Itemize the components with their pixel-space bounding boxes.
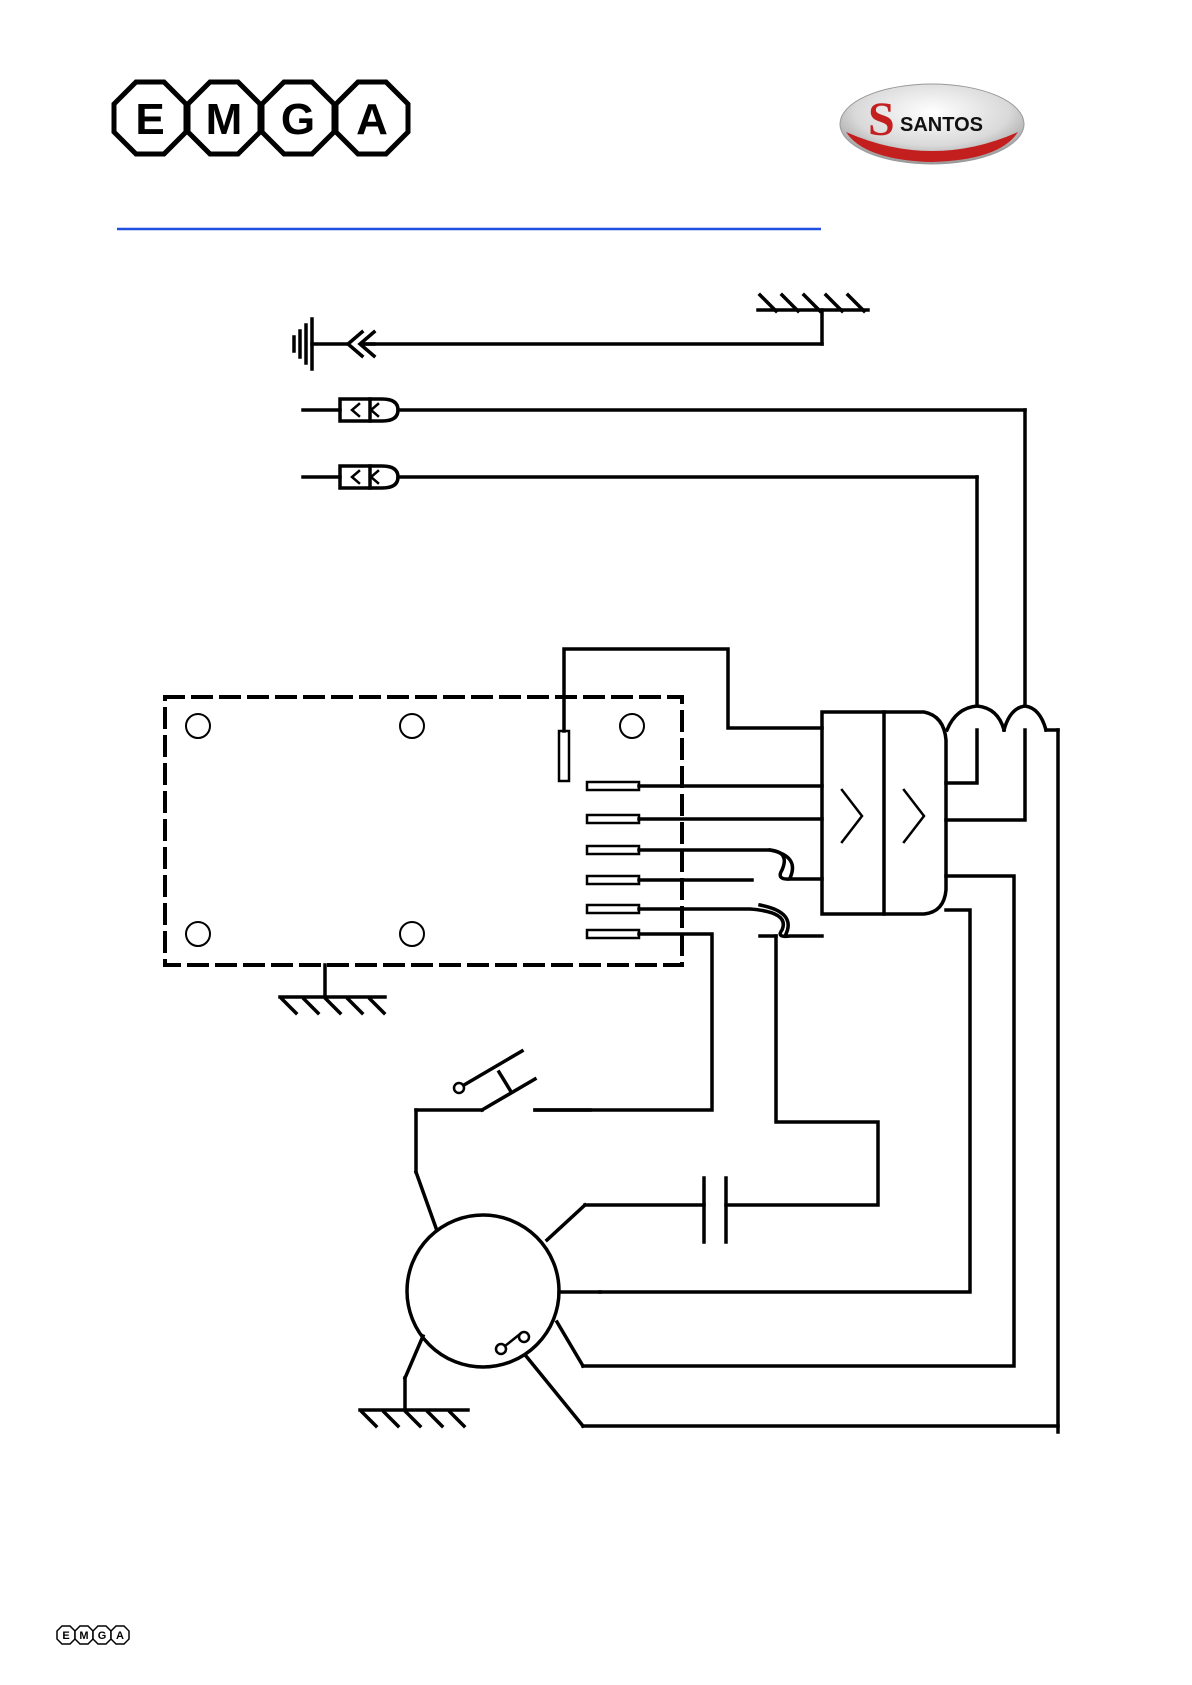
relay-block — [822, 712, 946, 914]
footer-emga-logo: E M G A — [57, 1626, 129, 1644]
ground-plug-symbol — [294, 319, 374, 369]
svg-text:G: G — [98, 1630, 107, 1642]
santos-logo: S SANTOS — [840, 84, 1024, 164]
relay-output-2 — [946, 730, 1025, 820]
inductor-coils — [947, 706, 1058, 1432]
terminal-wire-6 — [535, 934, 712, 1110]
thermal-protector — [496, 1332, 529, 1354]
emga-logo: E M G A — [114, 82, 408, 154]
control-board — [165, 697, 682, 1013]
svg-text:M: M — [79, 1630, 88, 1642]
door-switch — [416, 1051, 590, 1172]
relay-output-1 — [946, 730, 977, 783]
earth-ground-top-symbol — [758, 295, 868, 344]
svg-text:A: A — [356, 95, 388, 144]
terminal-wire-3 — [639, 850, 822, 879]
svg-text:M: M — [206, 95, 243, 144]
svg-text:A: A — [116, 1630, 124, 1642]
capacitor — [547, 1178, 726, 1242]
schematic — [165, 295, 1058, 1432]
coil-loops — [760, 850, 793, 934]
emga-letter-a: A — [336, 82, 408, 154]
emga-letter-g: G — [262, 82, 334, 154]
relay-output-4 — [600, 910, 970, 1292]
svg-text:G: G — [281, 95, 315, 144]
santos-logo-initial: S — [868, 93, 895, 146]
board-to-relay-wire — [564, 649, 822, 731]
emga-letter-m: M — [188, 82, 260, 154]
capacitor-wire — [726, 936, 878, 1205]
line-connector-2 — [303, 466, 977, 704]
emga-letter-e: E — [114, 82, 186, 154]
earth-ground-motor-symbol — [360, 1378, 468, 1426]
svg-text:E: E — [135, 95, 164, 144]
motor — [405, 1172, 1058, 1426]
line-connector-1 — [303, 399, 1025, 704]
svg-text:E: E — [62, 1630, 69, 1642]
santos-logo-text: SANTOS — [900, 114, 983, 136]
